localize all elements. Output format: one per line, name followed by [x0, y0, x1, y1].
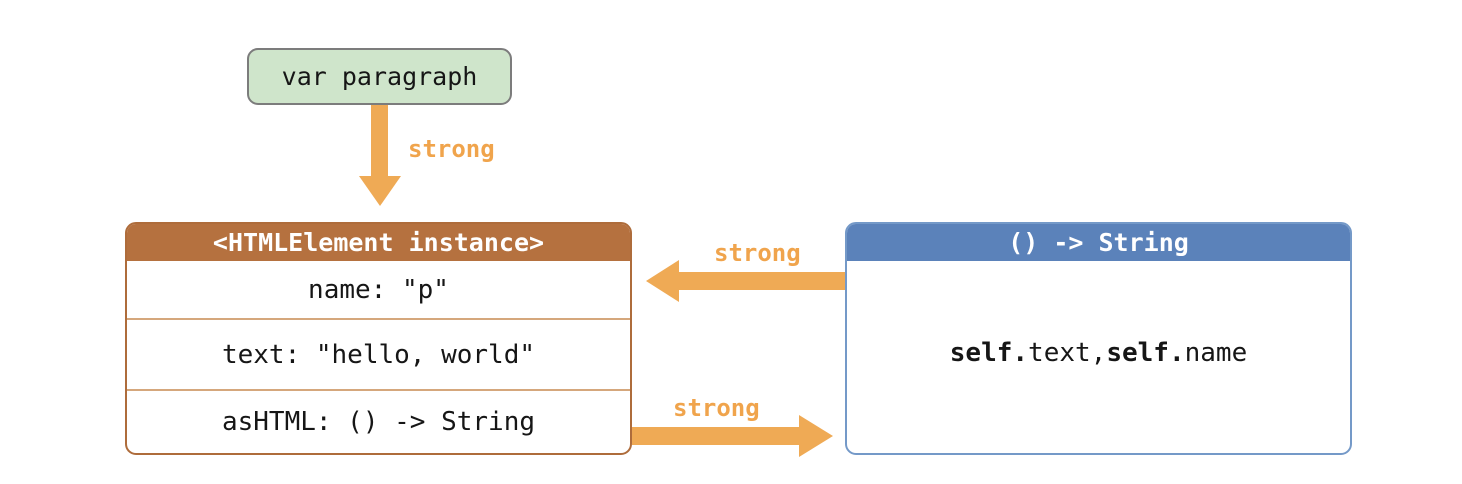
- arrow-head-right-icon: [799, 415, 833, 457]
- arrow-head-down-icon: [359, 176, 401, 206]
- closure-capture-self-2: self.: [1106, 338, 1185, 368]
- closure-box-body: self.text, self.name: [847, 261, 1350, 453]
- closure-box: () -> String self.text, self.name: [845, 222, 1352, 455]
- closure-capture-self-1: self.: [949, 338, 1029, 368]
- instance-box-header: <HTMLElement instance>: [127, 224, 630, 261]
- strong-arrow-right-shaft: [632, 427, 799, 445]
- strong-arrow-down-shaft: [371, 105, 388, 177]
- instance-row-name: name: "p": [308, 274, 449, 305]
- strong-label-right: strong: [673, 394, 760, 422]
- strong-label-down: strong: [408, 135, 495, 163]
- instance-row-ashtml: asHTML: () -> String: [127, 388, 630, 453]
- instance-row-text: text: "hello, world": [127, 318, 630, 389]
- variable-box-label: var paragraph: [281, 62, 478, 91]
- strong-label-left: strong: [714, 239, 801, 267]
- arrow-head-left-icon: [646, 260, 679, 302]
- strong-arrow-left-shaft: [678, 272, 845, 290]
- variable-box: var paragraph: [247, 48, 512, 105]
- closure-box-header: () -> String: [847, 224, 1350, 261]
- htmlelement-instance-box: <HTMLElement instance> name: "p" text: "…: [125, 222, 632, 455]
- closure-capture-name: name: [1184, 338, 1248, 368]
- closure-capture-text: text,: [1028, 338, 1107, 368]
